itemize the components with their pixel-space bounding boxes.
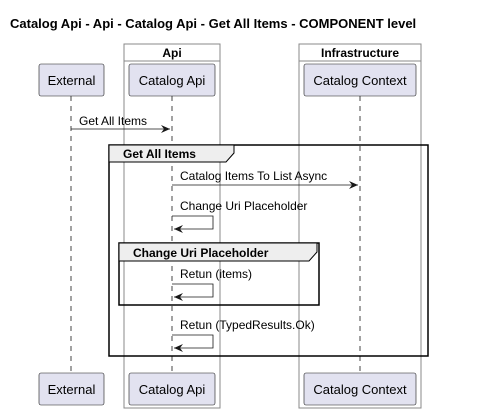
svg-text:Retun (items): Retun (items) [180, 267, 252, 281]
group-change-uri-placeholder-label: Change Uri Placeholder [133, 246, 269, 260]
svg-text:External: External [48, 73, 96, 88]
svg-text:Catalog Context: Catalog Context [313, 382, 407, 397]
participant-catalog-context-bottom: Catalog Context [303, 372, 417, 406]
participant-catalog-api-top: Catalog Api [128, 63, 216, 97]
message-retun-typedresults-ok: Retun (TypedResults.Ok) [172, 318, 315, 352]
message-get-all-items: Get All Items [71, 114, 170, 133]
box-infrastructure-label: Infrastructure [321, 46, 399, 60]
svg-text:Get All Items: Get All Items [79, 114, 147, 128]
svg-text:External: External [48, 382, 96, 397]
participant-external-bottom: External [38, 372, 105, 406]
diagram-title: Catalog Api - Api - Catalog Api - Get Al… [10, 16, 416, 31]
svg-text:Catalog Api: Catalog Api [139, 382, 206, 397]
group-change-uri-placeholder: Change Uri Placeholder [118, 242, 320, 306]
svg-text:Change Uri Placeholder: Change Uri Placeholder [180, 199, 307, 213]
participant-catalog-api-bottom: Catalog Api [128, 372, 216, 406]
svg-text:Catalog Api: Catalog Api [139, 73, 206, 88]
participant-catalog-context-top: Catalog Context [303, 63, 417, 97]
message-retun-items: Retun (items) [172, 267, 252, 301]
svg-text:Retun (TypedResults.Ok): Retun (TypedResults.Ok) [180, 318, 315, 332]
box-api: Api [123, 43, 221, 409]
box-api-label: Api [162, 46, 181, 60]
group-get-all-items-label: Get All Items [123, 147, 196, 161]
message-change-uri-placeholder: Change Uri Placeholder [172, 199, 307, 233]
svg-text:Catalog Items To List Async: Catalog Items To List Async [180, 169, 327, 183]
group-get-all-items: Get All Items [108, 144, 429, 357]
svg-text:Catalog Context: Catalog Context [313, 73, 407, 88]
box-infrastructure: Infrastructure [298, 43, 422, 409]
message-catalog-items-to-list-async: Catalog Items To List Async [172, 169, 358, 189]
participant-external-top: External [38, 63, 105, 97]
